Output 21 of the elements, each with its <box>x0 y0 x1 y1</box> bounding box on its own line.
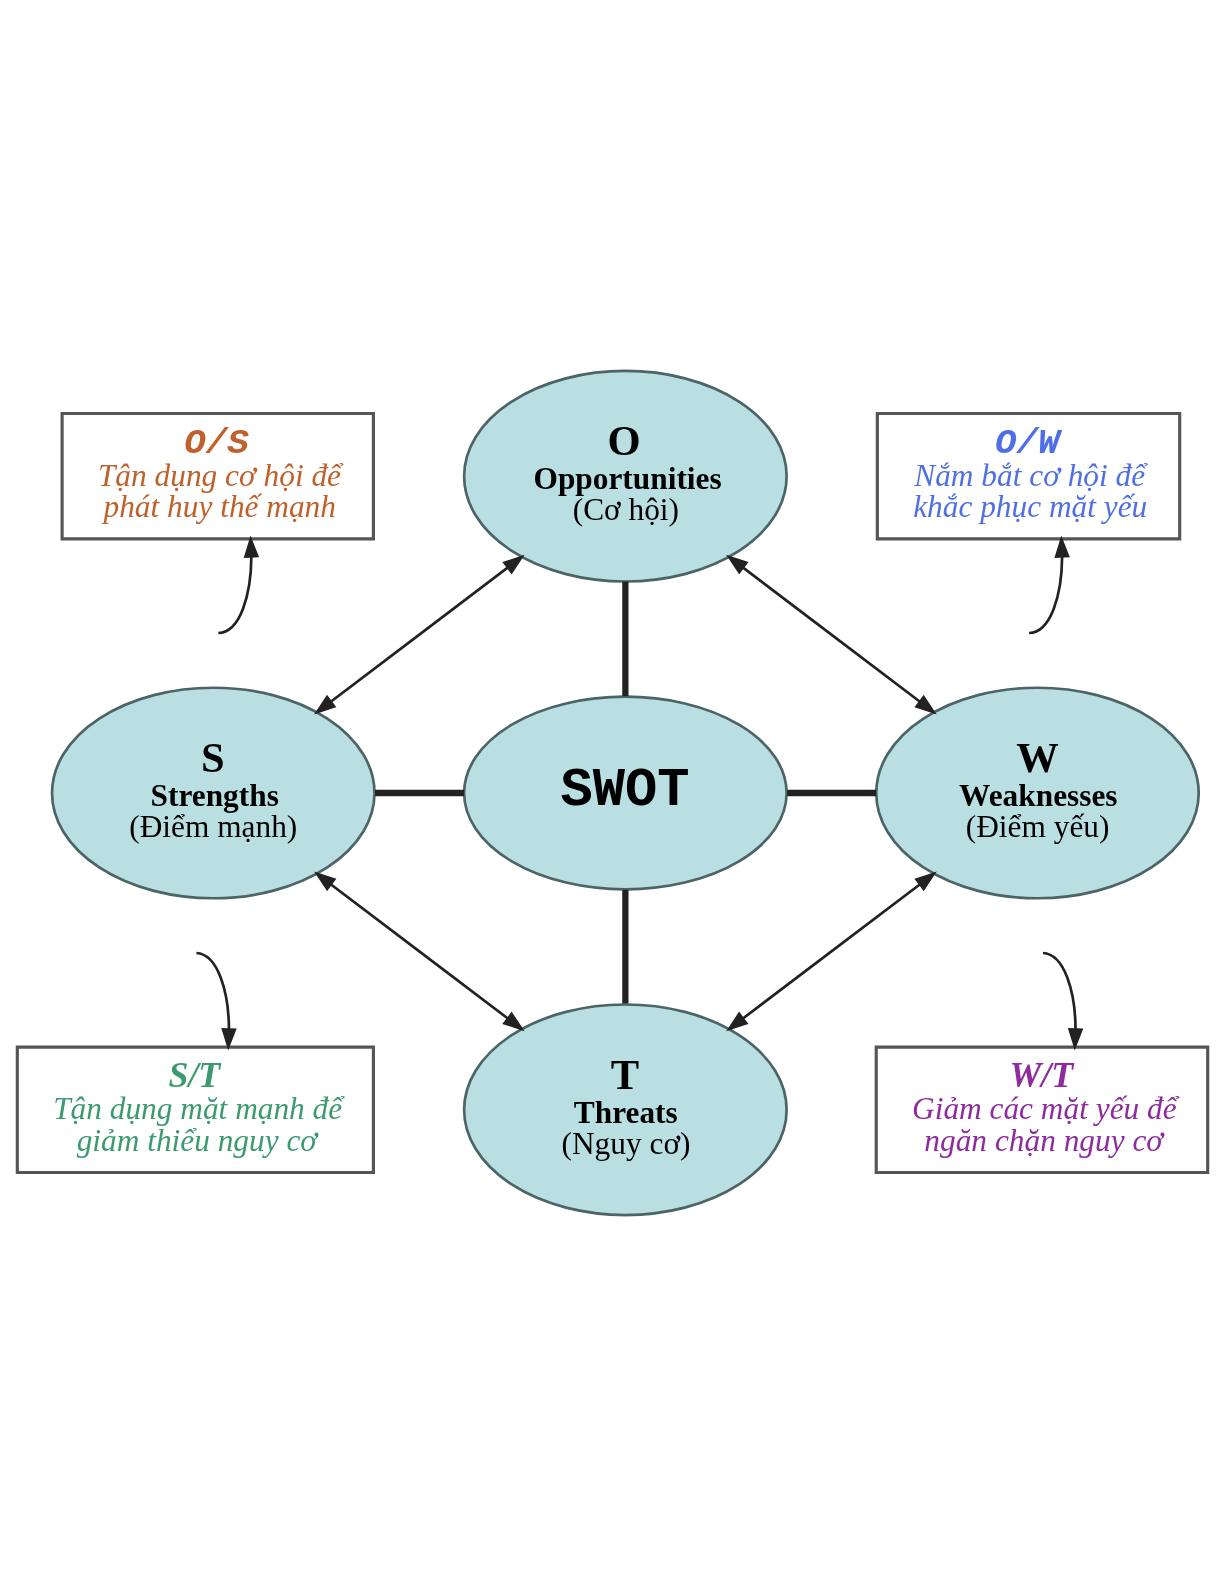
arrow <box>1028 534 1070 634</box>
arrow <box>1042 951 1084 1050</box>
arrow <box>314 871 525 1031</box>
connector <box>622 581 629 696</box>
node-ellipse: SWOT <box>462 694 788 891</box>
connector <box>622 889 629 1003</box>
arrow <box>196 951 237 1050</box>
node-ellipse: W Weaknesses (Điểm yếu) <box>874 685 1201 900</box>
node-box: S/T Tận dụng mặt mạnh để giảm thiểu nguy cơ <box>15 1045 375 1174</box>
node-ellipse: T Threats (Nguy cơ) <box>462 1002 788 1216</box>
arrow <box>218 534 260 634</box>
arrow <box>726 871 937 1031</box>
node-box: O/S Tận dụng cơ hội để phát huy thế mạnh <box>60 411 375 540</box>
node-box: W/T Giảm các mặt yếu để ngăn chặn nguy cơ <box>874 1045 1210 1174</box>
node-ellipse: S Strengths (Điểm mạnh) <box>50 685 376 900</box>
connector <box>787 789 877 796</box>
arrow <box>314 554 525 714</box>
connector <box>375 789 465 796</box>
arrow <box>726 554 937 714</box>
node-ellipse: O Opportunities (Cơ hội) <box>462 369 788 583</box>
node-box: O/W Nắm bắt cơ hội để khắc phục mặt yếu <box>875 411 1182 540</box>
